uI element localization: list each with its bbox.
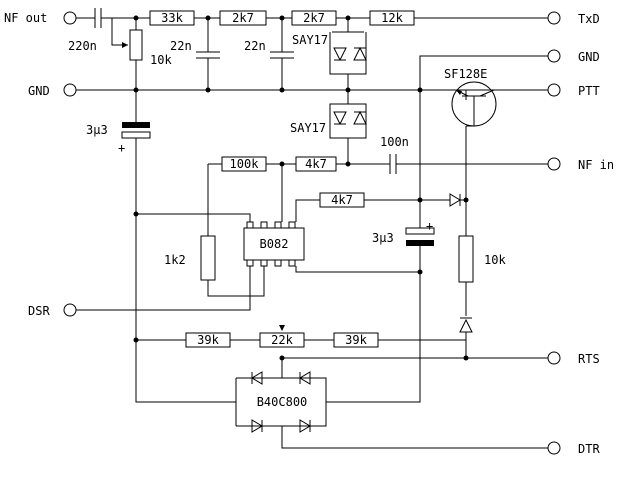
rts-terminal (547, 351, 561, 365)
capacitor-22n-a (196, 51, 220, 59)
label-12k: 12k (381, 11, 403, 25)
label-10k: 10k (484, 253, 506, 267)
resistor-2k7-a (219, 10, 267, 26)
nf-out-terminal (63, 11, 77, 25)
transistor-sf128e (451, 81, 497, 127)
capacitor-220n (94, 8, 102, 28)
label-say17-top: SAY17 (292, 33, 328, 47)
label-3u3-right: 3µ3 (372, 231, 394, 245)
label-100k: 100k (230, 157, 260, 171)
label-100n: 100n (380, 135, 409, 149)
junctions (133, 15, 469, 361)
label-22n-b: 22n (244, 39, 266, 53)
ptt-terminal (547, 83, 561, 97)
diode-pair-say17-mid (333, 110, 367, 126)
capacitor-100n (389, 154, 397, 174)
label-nf-in: NF in (578, 158, 614, 172)
resistor-33k (149, 10, 195, 26)
capacitor-3u3-left (121, 122, 151, 139)
diode-ptt (449, 193, 461, 207)
txd-terminal (547, 11, 561, 25)
gnd-left-terminal (63, 83, 77, 97)
label-dsr: DSR (28, 304, 50, 318)
label-pot-10k: 10k (150, 53, 172, 67)
label-1k2: 1k2 (164, 253, 186, 267)
label-39k-b: 39k (345, 333, 367, 347)
resistor-39k-b (333, 332, 379, 348)
gnd-right-terminal (547, 49, 561, 63)
label-plus-right: + (426, 219, 433, 233)
label-dtr: DTR (578, 442, 600, 456)
label-39k-a: 39k (197, 333, 219, 347)
capacitor-22n-b (270, 51, 294, 59)
label-sf128e: SF128E (444, 67, 487, 81)
label-rts: RTS (578, 352, 600, 366)
label-2k7-a: 2k7 (232, 11, 254, 25)
label-plus-left: + (118, 141, 125, 155)
label-ptt: PTT (578, 84, 600, 98)
dsr-terminal (63, 303, 77, 317)
capacitor-3u3-right (405, 227, 435, 246)
dtr-terminal (547, 441, 561, 455)
diode-rts (459, 317, 473, 333)
resistor-10k (458, 235, 474, 283)
resistor-12k (369, 10, 415, 26)
label-b40c800: B40C800 (257, 395, 308, 409)
resistor-4k7-a (295, 156, 337, 172)
label-220n: 220n (68, 39, 97, 53)
label-b082: B082 (260, 237, 289, 251)
label-txd: TxD (578, 12, 600, 26)
label-gnd-left: GND (28, 84, 50, 98)
resistor-1k2 (200, 235, 216, 281)
potentiometer-22k (259, 325, 305, 348)
resistor-100k (221, 156, 267, 172)
nf-in-terminal (547, 157, 561, 171)
label-22k: 22k (271, 333, 293, 347)
bridge-rectifier (251, 371, 311, 433)
label-say17-mid: SAY17 (290, 121, 326, 135)
resistor-2k7-b (291, 10, 337, 26)
potentiometer-10k (122, 29, 143, 61)
ic-b082 (243, 221, 305, 267)
label-2k7-b: 2k7 (303, 11, 325, 25)
label-4k7-a: 4k7 (305, 157, 327, 171)
resistor-39k-a (185, 332, 231, 348)
diode-pair-say17-top (333, 46, 367, 62)
label-gnd-right: GND (578, 50, 600, 64)
label-4k7-b: 4k7 (331, 193, 353, 207)
resistor-4k7-b (319, 192, 365, 208)
label-22n-a: 22n (170, 39, 192, 53)
terminals (63, 11, 561, 455)
label-nf-out: NF out (4, 11, 47, 25)
label-33k: 33k (161, 11, 183, 25)
label-3u3-left: 3µ3 (86, 123, 108, 137)
